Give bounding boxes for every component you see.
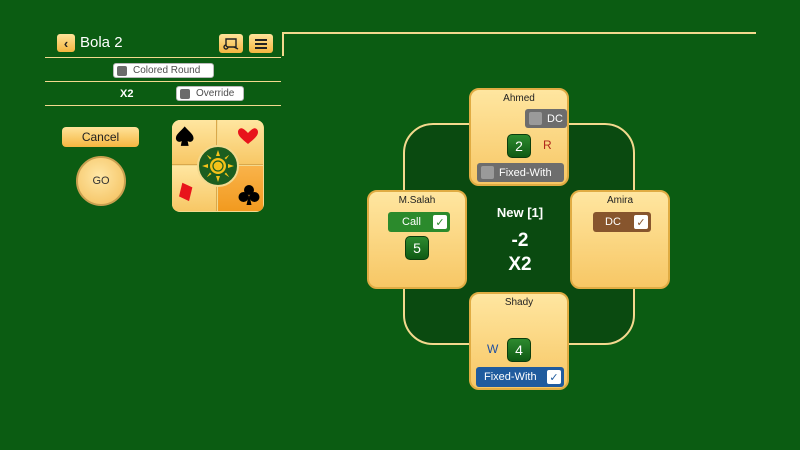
flag-r: R <box>543 138 552 152</box>
sun-icon <box>197 145 239 187</box>
bid-badge[interactable]: 2 <box>507 134 531 158</box>
scroll-button[interactable] <box>219 34 243 53</box>
suit-spade-option[interactable] <box>172 120 217 165</box>
fixed-with-toggle[interactable]: Fixed-With <box>477 163 564 182</box>
call-label: Call <box>402 216 421 228</box>
divider <box>45 57 281 58</box>
player-left: M.Salah Call ✓ 5 <box>367 190 467 289</box>
dc-label: DC <box>547 112 563 125</box>
round-label: New [1] <box>496 205 544 220</box>
fixed-with-toggle[interactable]: Fixed-With ✓ <box>476 367 564 387</box>
player-top: Ahmed DC 2 R Fixed-With <box>469 88 569 186</box>
header-divider-vertical <box>282 32 284 56</box>
multiplier-label: X2 <box>120 88 134 100</box>
menu-icon <box>255 38 267 49</box>
override-label: Override <box>196 88 235 99</box>
dc-toggle[interactable]: DC ✓ <box>593 212 651 232</box>
multiplier-value: X2 <box>508 254 532 275</box>
flag-w: W <box>487 342 499 356</box>
menu-button[interactable] <box>249 34 273 53</box>
spade-icon <box>175 126 194 146</box>
diamond-icon <box>179 182 193 202</box>
cancel-button[interactable]: Cancel <box>62 127 139 147</box>
dc-label: DC <box>605 216 621 228</box>
player-bottom: Shady W 4 Fixed-With ✓ <box>469 292 569 390</box>
player-name: Amira <box>606 195 634 206</box>
suit-picker[interactable] <box>172 120 264 212</box>
round-info: New [1] -2 X2 <box>470 205 570 276</box>
fixed-with-label: Fixed-With <box>499 166 552 179</box>
divider <box>45 105 281 106</box>
checkbox-unchecked <box>481 166 494 179</box>
call-toggle[interactable]: Call ✓ <box>388 212 450 232</box>
header-divider <box>282 32 756 34</box>
score-value: -2 <box>511 230 529 251</box>
player-name: Ahmed <box>503 93 535 104</box>
checkbox-unchecked <box>529 112 542 125</box>
go-button[interactable]: GO <box>76 156 126 206</box>
heart-icon <box>238 128 258 144</box>
colored-round-toggle[interactable]: Colored Round <box>113 63 214 78</box>
bid-badge[interactable]: 4 <box>507 338 531 362</box>
player-name: M.Salah <box>398 195 436 206</box>
dc-toggle[interactable]: DC <box>525 109 567 128</box>
checkbox-unchecked <box>180 88 190 99</box>
page-title: Bola 2 <box>80 34 123 51</box>
scroll-icon <box>223 37 239 50</box>
colored-round-label: Colored Round <box>133 65 201 76</box>
bid-badge[interactable]: 5 <box>405 236 429 260</box>
checkbox-unchecked <box>117 65 127 76</box>
club-icon <box>238 185 260 205</box>
back-button[interactable]: ‹ <box>57 34 75 52</box>
fixed-with-label: Fixed-With <box>484 371 537 383</box>
chevron-left-icon: ‹ <box>63 35 69 51</box>
override-toggle[interactable]: Override <box>176 86 244 101</box>
player-name: Shady <box>504 297 534 308</box>
check-icon: ✓ <box>547 370 561 384</box>
check-icon: ✓ <box>634 215 648 229</box>
divider <box>45 81 281 82</box>
player-right: Amira DC ✓ <box>570 190 670 289</box>
check-icon: ✓ <box>433 215 447 229</box>
